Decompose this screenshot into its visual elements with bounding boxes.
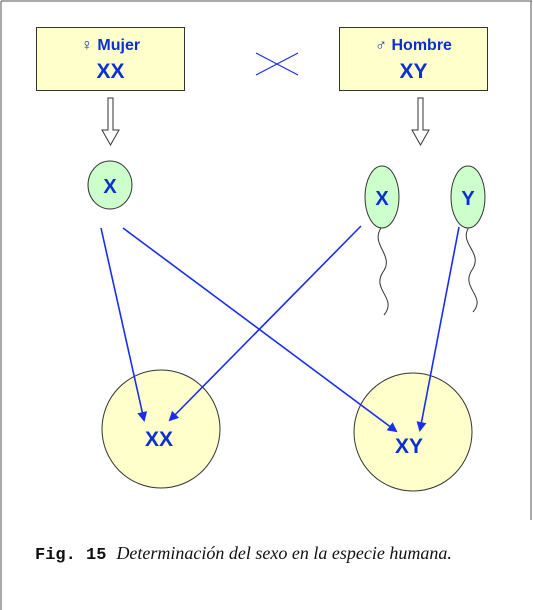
offspring-male-label: XY — [395, 435, 423, 458]
sperm-y-label: Y — [461, 188, 475, 210]
zygote-male — [353, 372, 473, 492]
parent-female-box: ♀ Mujer XX — [36, 27, 185, 91]
egg-label: X — [103, 176, 117, 198]
female-symbol-icon: ♀ — [80, 37, 93, 54]
figure-caption-text: Determinación del sexo en la especie hum… — [116, 543, 452, 563]
arrow-spermx-to-xx — [168, 225, 362, 422]
sperm-y-head — [450, 165, 486, 229]
figure-number: Fig. 15 — [35, 546, 107, 565]
parent-female-sex: ♀ Mujer — [37, 37, 184, 55]
sperm-x-tail — [377, 227, 389, 316]
offspring-female-label: XX — [145, 428, 173, 451]
arrow-down-female — [101, 97, 120, 147]
parent-male-label: Hombre — [391, 37, 452, 54]
sperm-x-label: X — [375, 188, 389, 210]
parent-female-label: Mujer — [97, 37, 141, 54]
cross-symbol — [255, 52, 299, 76]
parent-male-box: ♂ Hombre XY — [339, 27, 488, 91]
egg-cell — [87, 160, 133, 210]
arrow-egg-to-xx — [100, 227, 148, 422]
male-symbol-icon: ♂ — [375, 37, 388, 54]
sperm-x-head — [364, 165, 400, 229]
arrow-spermy-to-xy — [416, 226, 460, 432]
arrow-down-male — [411, 97, 430, 147]
parent-female-genotype: XX — [96, 60, 125, 83]
sperm-y-tail — [465, 226, 478, 313]
figure-caption: Fig. 15 Determinación del sexo en la esp… — [35, 538, 505, 571]
parent-male-sex: ♂ Hombre — [340, 37, 487, 55]
parent-male-genotype: XY — [399, 60, 428, 83]
